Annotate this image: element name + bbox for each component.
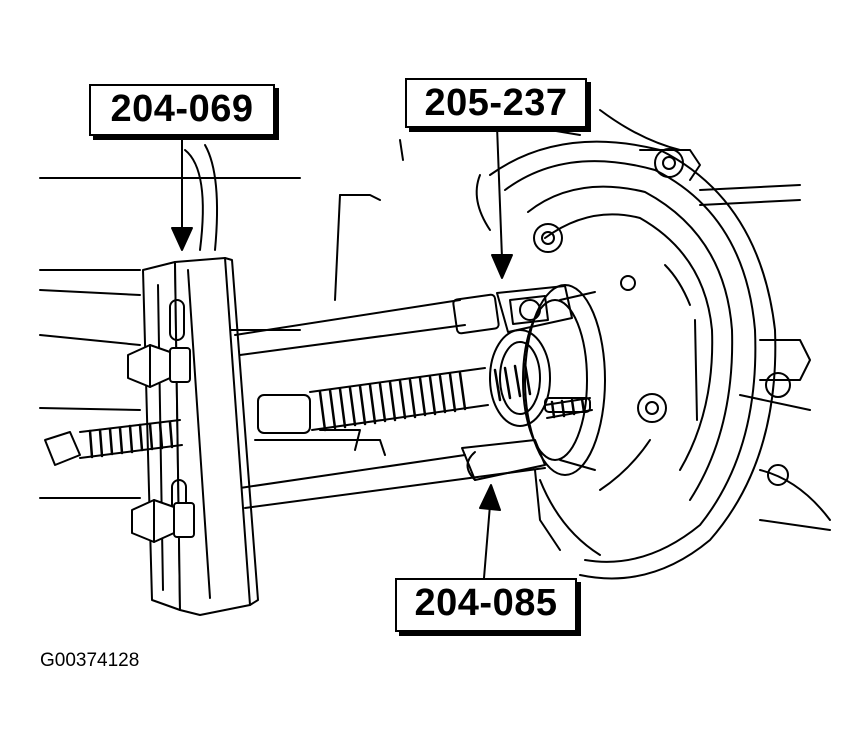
puller-crossbar bbox=[44, 257, 259, 616]
callout-puller-204-069: 204-069 bbox=[89, 84, 275, 136]
callout-adapter-205-237: 205-237 bbox=[405, 78, 587, 128]
leader-arrows bbox=[171, 125, 513, 579]
figure-id: G00374128 bbox=[40, 650, 140, 671]
forcing-screw bbox=[257, 362, 593, 434]
puller-upper-leg bbox=[234, 285, 573, 356]
callout-extension-204-085: 204-085 bbox=[395, 578, 577, 632]
dust-shield bbox=[489, 140, 791, 580]
puller-lower-leg bbox=[239, 439, 546, 509]
